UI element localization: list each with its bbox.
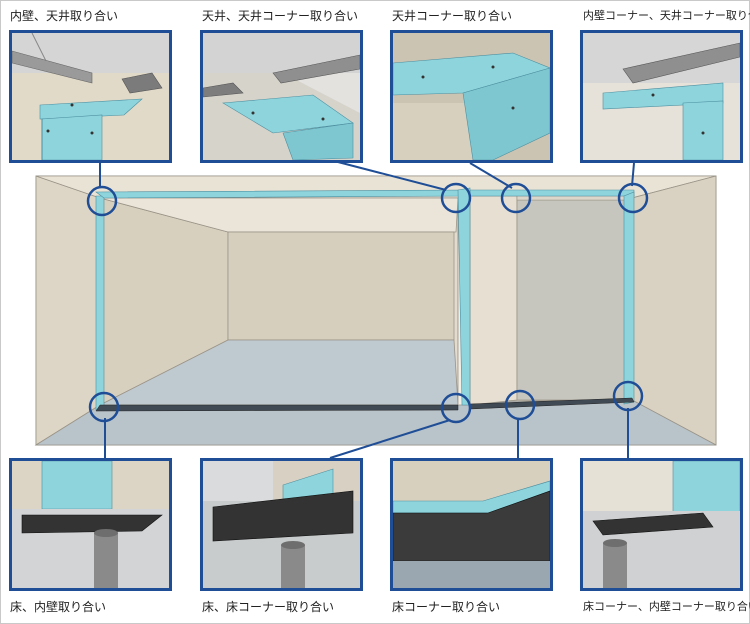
label-top-1: 内壁、天井取り合い [10,9,119,23]
label-top-2: 天井、天井コーナー取り合い [202,9,359,23]
label-bottom-3: 床コーナー取り合い [392,600,501,614]
right-wall [631,175,717,446]
detail-panel-top-4 [580,30,743,163]
detail-panel-bottom-1 [9,458,172,591]
cyan-trims [95,187,635,411]
detail-panel-top-2 [200,30,363,163]
right-room-wall [516,199,629,401]
detail-panel-bottom-4 [580,458,743,591]
detail-panel-bottom-3 [390,458,553,591]
detail-panel-bottom-2 [200,458,363,591]
label-bottom-4: 床コーナー、内壁コーナー取り合い [583,600,750,613]
label-bottom-2: 床、床コーナー取り合い [202,600,335,614]
callout-circles [86,182,649,424]
label-bottom-1: 床、内壁取り合い [10,600,107,614]
floor-trims [95,397,635,412]
detail-panel-top-1 [9,30,172,163]
detail-panel-top-3 [390,30,553,163]
label-top-3: 天井コーナー取り合い [392,9,513,23]
label-top-4: 内壁コーナー、天井コーナー取り合い [583,9,750,22]
back-wall [227,231,455,341]
